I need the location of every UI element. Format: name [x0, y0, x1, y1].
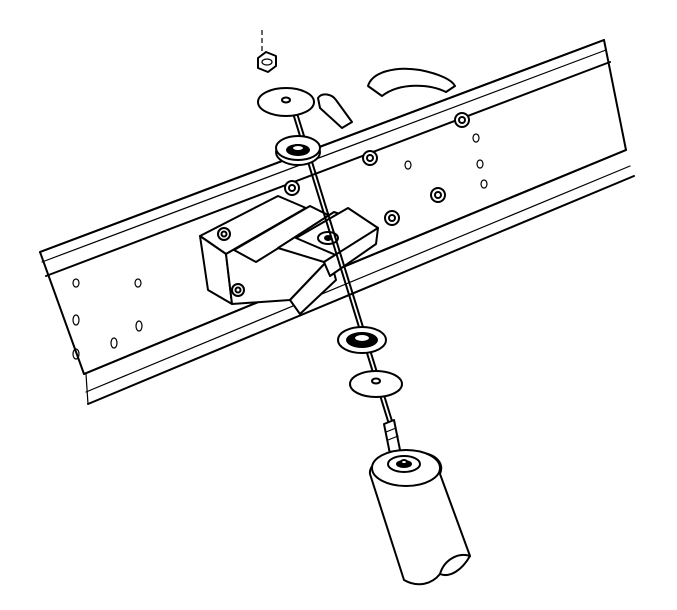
- upper-washer: [257, 87, 315, 117]
- frame-holes: [72, 112, 488, 360]
- frame-rail: [39, 39, 635, 405]
- rear-frame-hook: [317, 67, 456, 129]
- shock-absorber: [368, 419, 471, 586]
- nut: [257, 51, 277, 73]
- lower-washer: [349, 370, 403, 398]
- mounting-bracket: [199, 195, 379, 315]
- upper-bushing: [275, 135, 321, 166]
- lower-bushing: [337, 326, 387, 354]
